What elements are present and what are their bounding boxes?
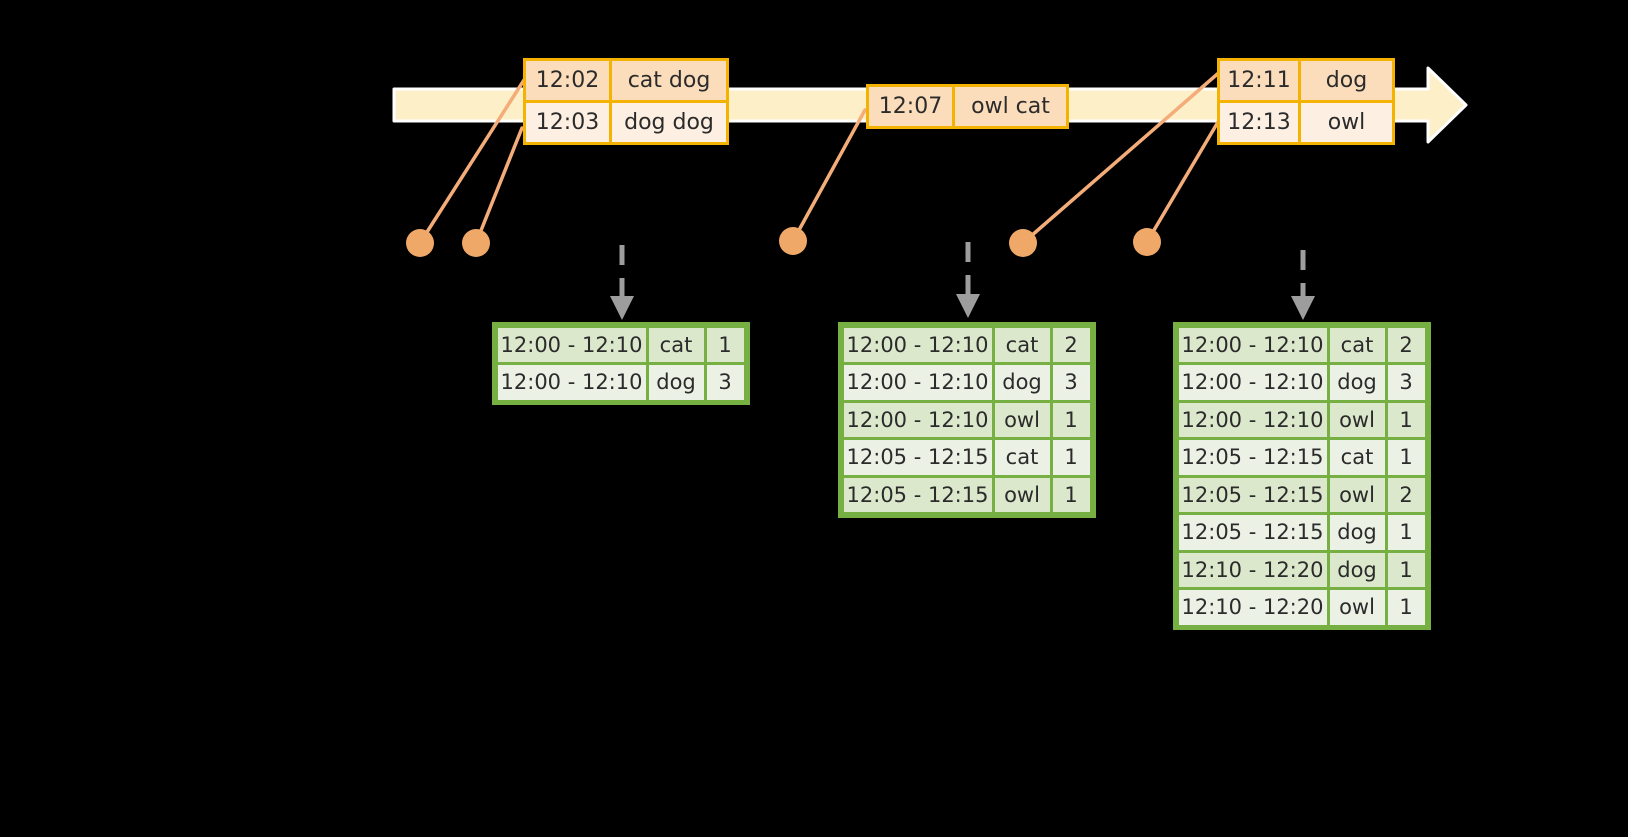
window-cell: 12:05 - 12:15 xyxy=(1178,477,1327,512)
dashed-arrow-1 xyxy=(610,245,634,320)
key-cell: owl xyxy=(1329,590,1385,625)
event-group-1[interactable]: 12:02 cat dog 12:03 dog dog xyxy=(523,58,729,145)
count-cell: 3 xyxy=(1387,365,1425,400)
window-cell: 12:00 - 12:10 xyxy=(843,365,992,400)
result-table-2[interactable]: 12:00 - 12:10 cat 2 12:00 - 12:10 dog 3 … xyxy=(838,322,1096,518)
window-cell: 12:00 - 12:10 xyxy=(497,365,646,400)
window-cell: 12:00 - 12:10 xyxy=(843,327,992,362)
table-row[interactable]: 12:10 - 12:20 dog 1 xyxy=(1177,551,1427,589)
count-cell: 1 xyxy=(1387,440,1425,475)
window-cell: 12:10 - 12:20 xyxy=(1178,552,1327,587)
event-words: owl xyxy=(1301,103,1392,142)
count-cell: 1 xyxy=(1387,402,1425,437)
key-cell: dog xyxy=(1329,365,1385,400)
result-table-3[interactable]: 12:00 - 12:10 cat 2 12:00 - 12:10 dog 3 … xyxy=(1173,322,1431,630)
count-cell: 1 xyxy=(706,327,744,362)
key-cell: owl xyxy=(1329,402,1385,437)
count-cell: 1 xyxy=(1052,440,1090,475)
event-words: cat dog xyxy=(612,61,726,100)
table-row[interactable]: 12:05 - 12:15 cat 1 xyxy=(842,439,1092,477)
key-cell: cat xyxy=(1329,440,1385,475)
table-row[interactable]: 12:05 - 12:15 owl 2 xyxy=(1177,476,1427,514)
window-cell: 12:10 - 12:20 xyxy=(1178,590,1327,625)
event-group-2[interactable]: 12:07 owl cat xyxy=(866,84,1069,129)
window-cell: 12:00 - 12:10 xyxy=(1178,365,1327,400)
event-time: 12:13 xyxy=(1220,103,1301,142)
result-table-1[interactable]: 12:00 - 12:10 cat 1 12:00 - 12:10 dog 3 xyxy=(492,322,750,405)
table-row[interactable]: 12:00 - 12:10 dog 3 xyxy=(496,364,746,402)
table-row[interactable]: 12:05 - 12:15 dog 1 xyxy=(1177,514,1427,552)
table-row[interactable]: 12:00 - 12:10 cat 1 xyxy=(496,326,746,364)
table-row[interactable]: 12:10 - 12:20 owl 1 xyxy=(1177,589,1427,627)
event-dot-3 xyxy=(779,227,807,255)
event-time: 12:07 xyxy=(869,87,955,126)
window-cell: 12:05 - 12:15 xyxy=(843,477,992,512)
count-cell: 2 xyxy=(1052,327,1090,362)
table-row[interactable]: 12:00 - 12:10 owl 1 xyxy=(842,401,1092,439)
event-dots xyxy=(406,227,1161,257)
key-cell: cat xyxy=(648,327,704,362)
window-cell: 12:00 - 12:10 xyxy=(1178,402,1327,437)
count-cell: 1 xyxy=(1387,590,1425,625)
dashed-arrow-2 xyxy=(956,242,980,318)
count-cell: 1 xyxy=(1387,515,1425,550)
key-cell: cat xyxy=(994,327,1050,362)
table-row[interactable]: 12:00 - 12:10 cat 2 xyxy=(1177,326,1427,364)
key-cell: owl xyxy=(994,402,1050,437)
event-row[interactable]: 12:07 owl cat xyxy=(869,87,1066,126)
table-row[interactable]: 12:00 - 12:10 dog 3 xyxy=(1177,364,1427,402)
key-cell: dog xyxy=(1329,552,1385,587)
event-dot-1 xyxy=(406,229,434,257)
key-cell: dog xyxy=(648,365,704,400)
event-row[interactable]: 12:03 dog dog xyxy=(526,100,726,142)
key-cell: owl xyxy=(1329,477,1385,512)
key-cell: dog xyxy=(994,365,1050,400)
event-time: 12:02 xyxy=(526,61,612,100)
table-row[interactable]: 12:05 - 12:15 cat 1 xyxy=(1177,439,1427,477)
key-cell: owl xyxy=(994,477,1050,512)
count-cell: 1 xyxy=(1387,552,1425,587)
count-cell: 2 xyxy=(1387,477,1425,512)
count-cell: 3 xyxy=(1052,365,1090,400)
count-cell: 2 xyxy=(1387,327,1425,362)
event-dot-4 xyxy=(1009,229,1037,257)
window-cell: 12:00 - 12:10 xyxy=(497,327,646,362)
event-row[interactable]: 12:11 dog xyxy=(1220,61,1392,100)
event-row[interactable]: 12:02 cat dog xyxy=(526,61,726,100)
key-cell: dog xyxy=(1329,515,1385,550)
window-cell: 12:00 - 12:10 xyxy=(1178,327,1327,362)
event-dot-2 xyxy=(462,229,490,257)
event-row[interactable]: 12:13 owl xyxy=(1220,100,1392,142)
event-dot-5 xyxy=(1133,228,1161,256)
key-cell: cat xyxy=(994,440,1050,475)
connector-line-1 xyxy=(418,78,526,245)
dashed-arrows xyxy=(610,242,1315,320)
event-time: 12:03 xyxy=(526,103,612,142)
table-row[interactable]: 12:00 - 12:10 cat 2 xyxy=(842,326,1092,364)
connector-line-5 xyxy=(1145,120,1220,244)
table-row[interactable]: 12:05 - 12:15 owl 1 xyxy=(842,476,1092,514)
count-cell: 1 xyxy=(1052,402,1090,437)
key-cell: cat xyxy=(1329,327,1385,362)
event-words: owl cat xyxy=(955,87,1066,126)
event-words: dog xyxy=(1301,61,1392,100)
window-cell: 12:05 - 12:15 xyxy=(1178,515,1327,550)
table-row[interactable]: 12:00 - 12:10 owl 1 xyxy=(1177,401,1427,439)
dashed-arrow-3 xyxy=(1291,250,1315,320)
connector-line-2 xyxy=(474,126,524,245)
window-cell: 12:05 - 12:15 xyxy=(843,440,992,475)
table-row[interactable]: 12:00 - 12:10 dog 3 xyxy=(842,364,1092,402)
window-cell: 12:05 - 12:15 xyxy=(1178,440,1327,475)
event-time: 12:11 xyxy=(1220,61,1301,100)
count-cell: 1 xyxy=(1052,477,1090,512)
event-group-3[interactable]: 12:11 dog 12:13 owl xyxy=(1217,58,1395,145)
count-cell: 3 xyxy=(706,365,744,400)
window-cell: 12:00 - 12:10 xyxy=(843,402,992,437)
connector-line-3 xyxy=(791,108,867,243)
event-words: dog dog xyxy=(612,103,726,142)
